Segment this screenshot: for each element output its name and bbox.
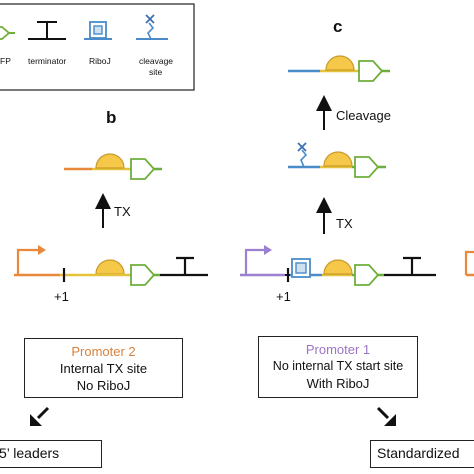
panel-letter-c: c <box>333 17 342 36</box>
promoter2-line2: No RiboJ <box>76 378 131 393</box>
promoter2-line1: Internal TX site <box>59 361 148 376</box>
transcript-b <box>64 153 162 180</box>
legend: FP terminator RiboJ cleavage site <box>0 3 195 91</box>
partial-construct-right <box>464 250 474 277</box>
outcome-left-label: 5’ leaders <box>0 445 60 461</box>
terminator-icon <box>28 21 66 40</box>
construct-b <box>14 245 208 286</box>
promoter2-title: Promoter 2 <box>71 344 136 359</box>
outcome-right-box: Standardized <box>370 440 474 468</box>
tx-label-b: TX <box>114 204 131 219</box>
legend-label-riboj: RiboJ <box>89 56 111 66</box>
promoter2-box: Promoter 2 Internal TX site No RiboJ <box>24 338 183 398</box>
cleavage-site-icon <box>136 14 168 40</box>
arrow-to-right-outcome <box>376 406 396 426</box>
cleaved-transcript <box>288 55 390 82</box>
tx-label-c: TX <box>336 216 353 231</box>
legend-label-fp: FP <box>0 56 11 66</box>
plus-one-c: +1 <box>276 289 291 304</box>
outcome-left-box: 5’ leaders <box>0 440 102 468</box>
outcome-right-label: Standardized <box>377 445 460 461</box>
construct-c <box>240 245 436 286</box>
transcript-c <box>288 142 386 178</box>
promoter-arrow-c <box>244 248 266 275</box>
promoter1-line2: With RiboJ <box>306 376 370 391</box>
gfp-arrow-icon <box>0 26 15 40</box>
arrow-to-left-outcome <box>30 406 50 426</box>
plus-one-b: +1 <box>54 289 69 304</box>
promoter1-line1: No internal TX start site <box>272 359 404 373</box>
panel-letter-b: b <box>106 108 116 127</box>
promoter1-title: Promoter 1 <box>305 342 371 357</box>
promoter1-box: Promoter 1 No internal TX start site Wit… <box>258 336 418 398</box>
legend-label-terminator: terminator <box>28 56 66 66</box>
promoter-arrow-b <box>16 248 40 275</box>
riboj-icon <box>84 21 112 40</box>
cleavage-label: Cleavage <box>336 108 391 123</box>
legend-label-cleavage: cleavage site <box>139 56 175 77</box>
